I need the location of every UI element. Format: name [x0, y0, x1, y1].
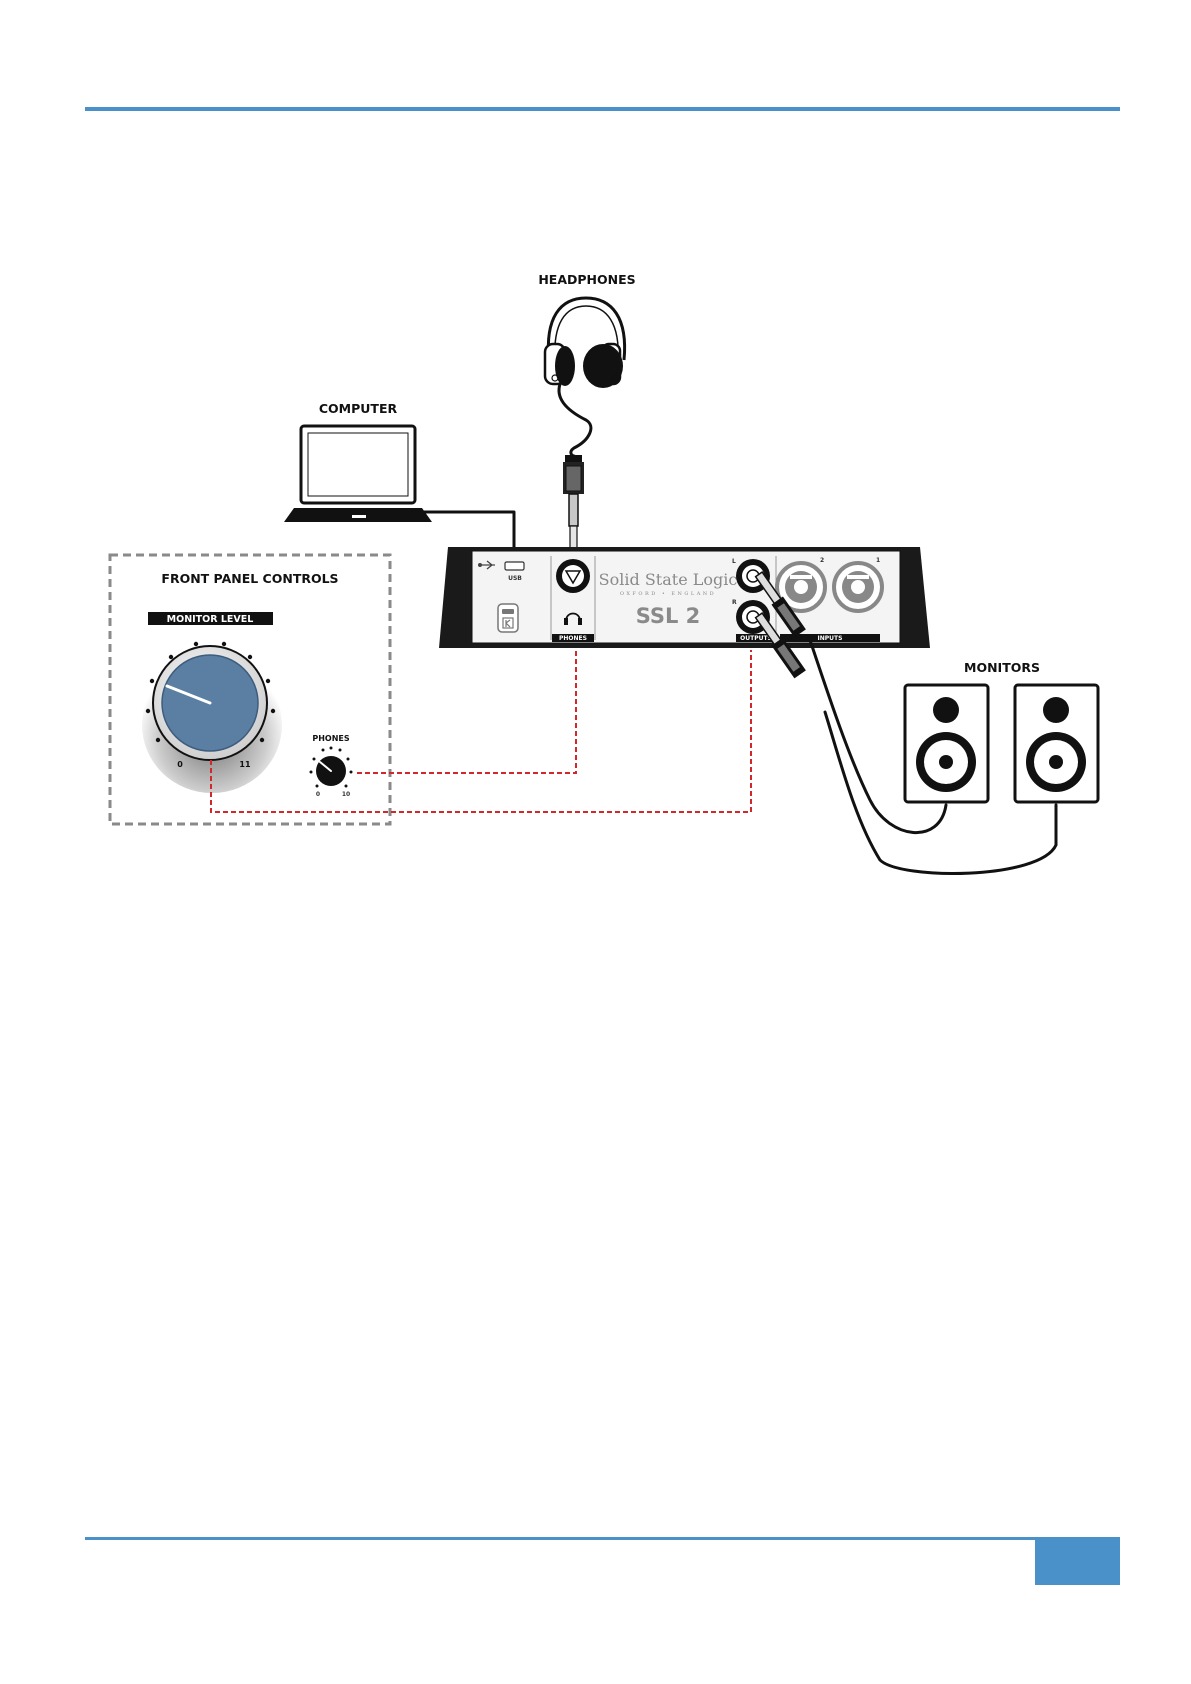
kensington-lock-icon — [498, 604, 518, 632]
outputs-section-label: OUTPUTS — [740, 635, 772, 642]
inputs-section-label: INPUTS — [818, 635, 843, 642]
monitor-control-link — [211, 650, 751, 812]
phones-section-label: PHONES — [559, 635, 587, 642]
headphones-icon — [545, 298, 625, 388]
page-number-tab — [1035, 1537, 1120, 1585]
brand-tagline: OXFORD • ENGLAND — [620, 591, 716, 597]
usb-port-label: USB — [508, 575, 522, 582]
headphones-label: HEADPHONES — [538, 272, 635, 287]
usb-port — [505, 562, 524, 570]
output-right-label: R — [732, 599, 737, 606]
brand-name: Solid State Logic — [599, 570, 738, 589]
input-1-combo-jack — [834, 563, 882, 611]
phones-knob[interactable] — [310, 747, 353, 790]
monitor-knob-min: 0 — [177, 760, 183, 769]
ssl2-interface: USB PHONES Solid State Logic OXFORD • EN… — [439, 547, 930, 648]
monitor-level-label: MONITOR LEVEL — [167, 614, 254, 625]
monitors-label: MONITORS — [964, 660, 1040, 675]
output-left-label: L — [732, 558, 736, 565]
phones-knob-max: 10 — [342, 791, 350, 798]
monitor-knob-max: 11 — [239, 760, 251, 769]
headphone-jack-plug — [563, 455, 584, 550]
left-monitor-speaker-icon — [905, 685, 988, 802]
headphone-cable — [559, 384, 591, 456]
phones-knob-min: 0 — [316, 791, 320, 798]
header-rule — [85, 107, 1120, 111]
phones-knob-label: PHONES — [312, 734, 350, 743]
input-2-label: 2 — [820, 557, 824, 564]
computer-label: COMPUTER — [319, 401, 398, 416]
model-name: SSL 2 — [636, 604, 701, 628]
front-panel-title: FRONT PANEL CONTROLS — [161, 571, 338, 586]
footer-rule — [85, 1537, 1120, 1540]
right-monitor-speaker-icon — [1015, 685, 1098, 802]
input-1-label: 1 — [876, 557, 880, 564]
laptop-icon — [284, 426, 432, 522]
